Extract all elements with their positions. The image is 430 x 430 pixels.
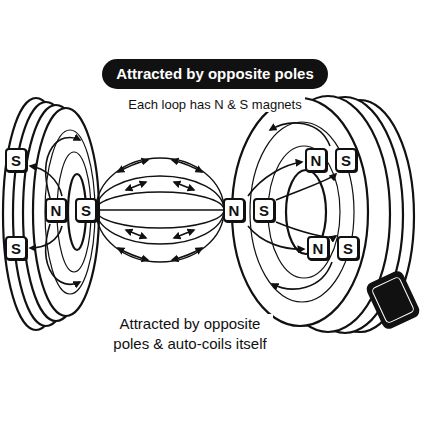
pole-letter: N bbox=[51, 203, 62, 218]
note-text: Each loop has N & S magnets bbox=[128, 97, 301, 112]
field-arrow bbox=[174, 230, 194, 238]
magnet-box: N bbox=[223, 198, 245, 222]
field-arrow bbox=[46, 224, 80, 284]
coil-loop bbox=[33, 108, 99, 316]
coil-contour bbox=[268, 146, 340, 278]
magnet-box: N bbox=[307, 236, 329, 260]
field-arrow bbox=[118, 248, 148, 260]
magnet-box: S bbox=[5, 236, 27, 260]
title-text: Attracted by opposite poles bbox=[116, 65, 314, 82]
magnet-box: S bbox=[335, 148, 357, 172]
field-arrow bbox=[272, 262, 332, 289]
coil-loop bbox=[232, 98, 368, 326]
field-arrows bbox=[30, 123, 336, 289]
usb-plug bbox=[364, 269, 421, 331]
central-field bbox=[96, 158, 224, 262]
plug-detail bbox=[371, 276, 414, 323]
coil-contour bbox=[45, 130, 95, 294]
pole-letter: S bbox=[259, 203, 269, 218]
magnet-box: N bbox=[305, 148, 327, 172]
pole-letter: S bbox=[81, 203, 91, 218]
field-line bbox=[96, 176, 224, 244]
field-line bbox=[96, 158, 224, 262]
field-arrow bbox=[46, 137, 80, 198]
field-line bbox=[98, 209, 224, 210]
magnet-box: S bbox=[337, 236, 359, 260]
pole-letter: N bbox=[229, 203, 240, 218]
pole-letter: S bbox=[11, 241, 21, 256]
subtitle-note: Each loop has N & S magnets bbox=[125, 97, 304, 112]
magnet-box: S bbox=[5, 148, 27, 172]
field-arrow bbox=[248, 162, 302, 196]
field-arrow bbox=[126, 230, 146, 238]
pole-letter: S bbox=[343, 241, 353, 256]
field-arrow bbox=[126, 182, 146, 190]
magnet-box: S bbox=[75, 198, 97, 222]
title-pill: Attracted by opposite poles bbox=[102, 59, 328, 89]
plug-body bbox=[364, 269, 421, 331]
field-arrow bbox=[172, 160, 202, 172]
field-arrow bbox=[172, 248, 202, 260]
magnet-box: S bbox=[253, 198, 275, 222]
field-arrow bbox=[270, 123, 330, 146]
pole-letter: N bbox=[313, 241, 324, 256]
caption-text: Attracted by opposite poles & auto-coils… bbox=[113, 315, 266, 352]
pole-letter: N bbox=[311, 153, 322, 168]
field-arrow bbox=[118, 160, 148, 172]
magnet-box: N bbox=[45, 198, 67, 222]
left-coil bbox=[3, 98, 99, 330]
field-arrow bbox=[276, 174, 336, 200]
pole-letter: S bbox=[341, 153, 351, 168]
field-line bbox=[96, 192, 224, 228]
field-arrow bbox=[174, 182, 194, 190]
caption: Attracted by opposite poles & auto-coils… bbox=[107, 314, 273, 353]
pole-letter: S bbox=[11, 153, 21, 168]
field-arrow bbox=[276, 222, 336, 237]
